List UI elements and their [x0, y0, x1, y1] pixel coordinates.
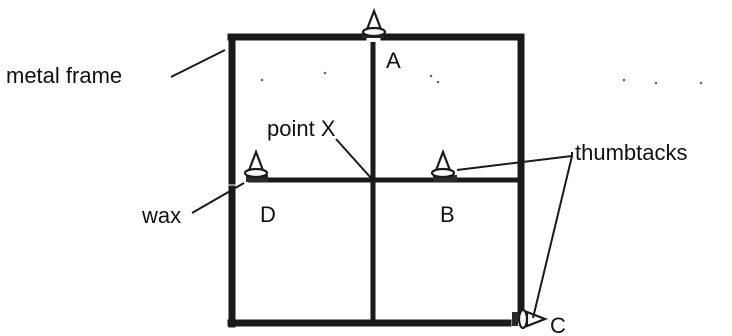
point-a-label: A: [386, 48, 401, 73]
point-c-label: C: [550, 313, 566, 336]
point-b-label: B: [440, 202, 455, 227]
point-d-label: D: [260, 202, 276, 227]
metal-frame-label: metal frame: [6, 63, 122, 88]
leader-lines: [170, 49, 573, 319]
thumbtack-icon: [512, 308, 549, 330]
point-x-label: point X: [267, 116, 336, 141]
thumbtack-icon: [361, 7, 387, 38]
wax-label: wax: [141, 203, 181, 228]
thumbtack-icon: [430, 148, 456, 179]
scan-specks: [260, 71, 703, 85]
thumbtack-icon: [243, 148, 269, 179]
metal-frame: [227, 33, 525, 328]
cross-rods: [248, 42, 518, 320]
thumbtacks-label: thumbtacks: [575, 140, 688, 165]
wax-pads: [246, 31, 457, 182]
